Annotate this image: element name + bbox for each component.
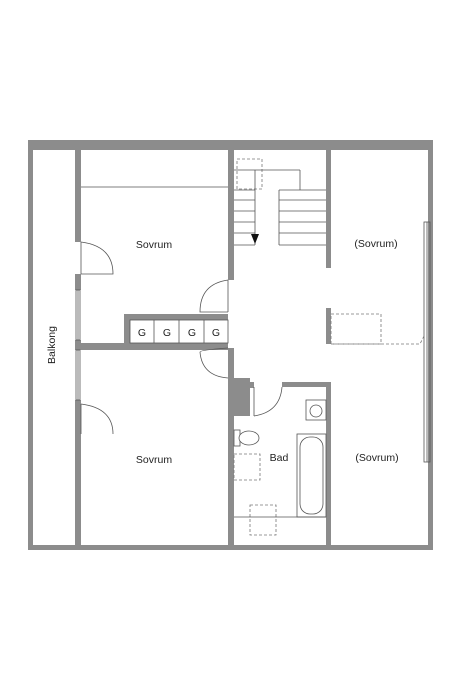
door-bathroom	[253, 386, 283, 417]
wardrobe-mark-4: G	[212, 327, 220, 339]
room-label-bathroom: Bad	[270, 452, 289, 464]
window-east	[423, 221, 431, 463]
wardrobe-mark-3: G	[188, 327, 196, 339]
dashed-furniture	[330, 313, 425, 345]
exterior-walls	[28, 140, 433, 550]
toilet	[238, 430, 260, 446]
bathtub	[296, 433, 327, 518]
sink	[305, 399, 327, 421]
room-label-bedroom-se: (Sovrum)	[355, 452, 398, 464]
room-label-balcony: Balkong	[46, 326, 58, 364]
staircase	[234, 158, 326, 246]
door-sw-bedroom	[199, 347, 229, 379]
room-label-bedroom-sw: Sovrum	[136, 454, 172, 466]
wardrobes	[129, 319, 229, 344]
balcony-glazing	[75, 289, 81, 401]
balcony-door-lower	[80, 403, 114, 435]
room-label-bedroom-nw: Sovrum	[136, 239, 172, 251]
wardrobe-mark-1: G	[138, 327, 146, 339]
door-nw-bedroom	[199, 279, 229, 313]
room-label-bedroom-ne: (Sovrum)	[354, 238, 397, 250]
stair-direction-arrow	[251, 234, 259, 244]
balcony-door-upper	[80, 241, 114, 275]
bathroom-fixtures	[233, 399, 327, 536]
interior-walls	[81, 150, 331, 545]
wardrobe-mark-2: G	[163, 327, 171, 339]
balcony-wall	[75, 150, 81, 545]
